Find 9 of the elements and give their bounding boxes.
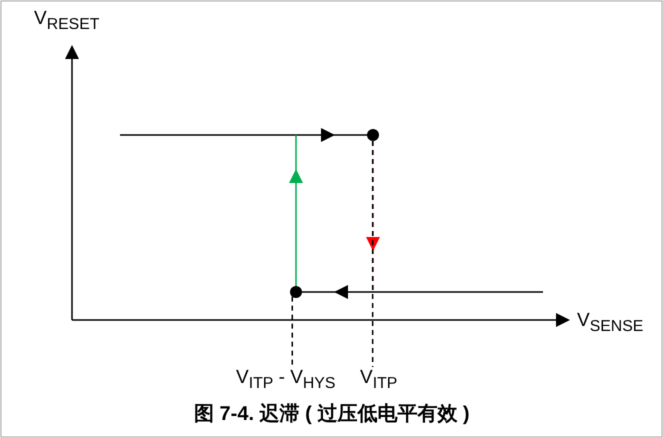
threshold-label: V$_{ITP}$ [360,367,398,395]
threshold-label: V$_{ITP}$ - V$_{HYS}$ [236,367,336,395]
dashed-line [372,141,374,367]
point-marker [367,129,379,141]
axis-label: V$_{SENSE}$ [577,310,644,337]
dashed-line [292,296,293,367]
point-marker [290,286,302,298]
figure-caption: 图 7-4. 迟滞 ( 过压低电平有效 ) [194,403,470,425]
axis-label: V$_{RESET}$ [34,8,100,35]
